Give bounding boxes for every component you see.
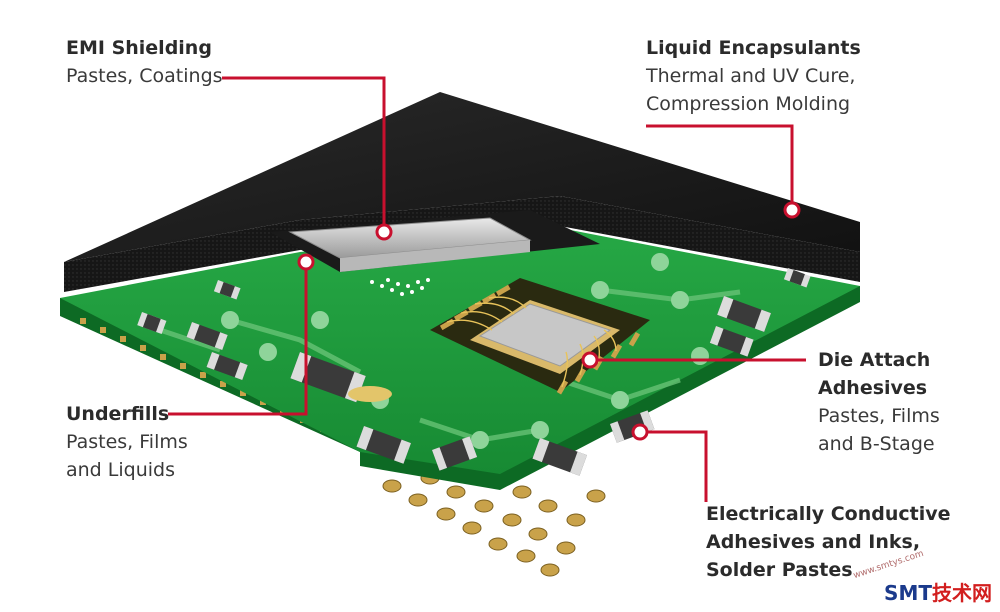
emi-title: EMI Shielding [66, 37, 212, 59]
callout-liquid-line [646, 124, 794, 210]
callout-liquid-dot [783, 201, 801, 219]
liquid-sub2: Compression Molding [646, 93, 851, 115]
flip-chip-bumps [370, 278, 430, 296]
underfill-sub1: Pastes, Films [66, 431, 188, 453]
underfill-title: Underfills [66, 403, 170, 425]
dieattach-title1: Die Attach [818, 349, 931, 371]
label-emi-shielding: EMI Shielding Pastes, Coatings [66, 34, 223, 90]
die-chip [478, 303, 612, 367]
dieattach-sub2: and B-Stage [818, 433, 935, 455]
watermark-part1: SMT [884, 581, 932, 605]
dieattach-title2: Adhesives [818, 377, 928, 399]
callout-eca-dot [631, 423, 649, 441]
callout-eca-line [640, 430, 708, 502]
label-underfills: Underfills Pastes, Films and Liquids [66, 400, 188, 484]
label-die-attach: Die Attach Adhesives Pastes, Films and B… [818, 346, 940, 458]
label-liquid-encapsulants: Liquid Encapsulants Thermal and UV Cure,… [646, 34, 861, 118]
liquid-sub1: Thermal and UV Cure, [646, 65, 856, 87]
dieattach-sub1: Pastes, Films [818, 405, 940, 427]
callout-emi-dot [375, 223, 393, 241]
callout-emi-line [222, 76, 386, 232]
callout-underfill-dot [297, 253, 315, 271]
callout-underfill-line [168, 262, 308, 416]
emi-shield-side [340, 240, 530, 272]
watermark-part2: 技术网 [932, 581, 992, 605]
callout-dieattach-dot [581, 351, 599, 369]
eca-title2: Adhesives and Inks, [706, 531, 921, 553]
pcb-vias [221, 253, 709, 449]
mold-side [64, 196, 860, 292]
callout-dots [297, 201, 801, 441]
pcb-top [60, 228, 860, 474]
callout-lines [168, 76, 806, 502]
watermark-logo: SMT技术网 [884, 577, 992, 606]
underfill-sub2: and Liquids [66, 459, 175, 481]
underfill-fillet [348, 386, 392, 402]
eca-title3: Solder Pastes [706, 559, 853, 581]
liquid-title: Liquid Encapsulants [646, 37, 861, 59]
eca-title1: Electrically Conductive [706, 503, 951, 525]
mold-top [64, 92, 860, 262]
emi-sub1: Pastes, Coatings [66, 65, 223, 87]
label-conductive-adhesives: Electrically Conductive Adhesives and In… [706, 500, 951, 584]
